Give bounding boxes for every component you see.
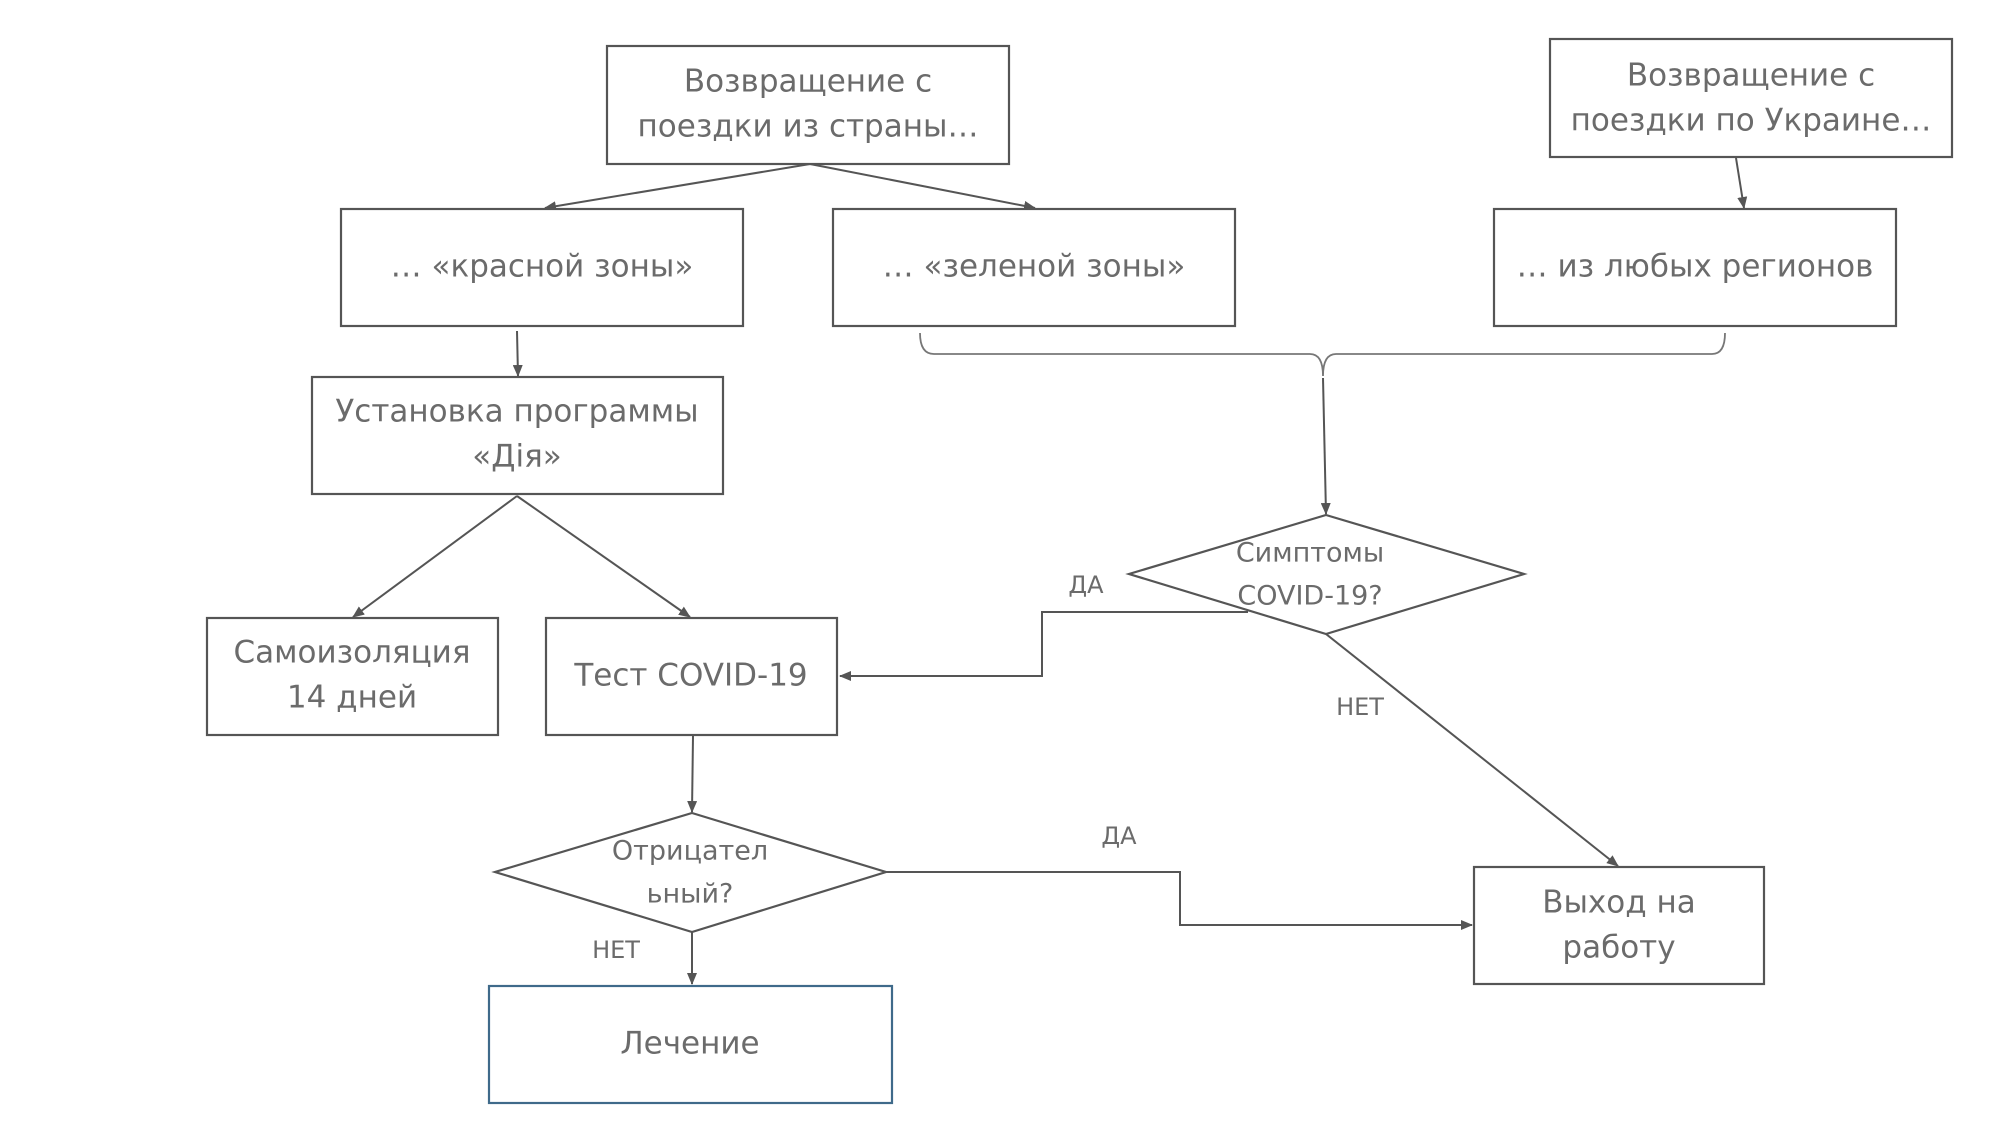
node-green-zone-label: … «зеленой зоны» (883, 249, 1186, 285)
edge-symptoms-yes (839, 611, 1248, 681)
edge-test-negative (687, 735, 698, 813)
edge-symptoms-no (1325, 633, 1619, 867)
connectors (352, 157, 1748, 985)
label-symptoms-no: НЕТ (1336, 693, 1384, 721)
node-install-app-line1: Установка программы (335, 394, 698, 430)
edge-install-test (516, 495, 691, 618)
node-trip-ukraine-line1: Возвращение с (1627, 58, 1875, 94)
label-symptoms-yes: ДА (1068, 571, 1104, 599)
node-self-isolation-line2: 14 дней (287, 680, 417, 716)
edge-red-install (512, 330, 523, 377)
node-treatment-label: Лечение (620, 1026, 759, 1062)
edge-abroad-red (544, 163, 811, 212)
edge-negative-yes (886, 871, 1473, 930)
label-negative-yes: ДА (1101, 822, 1137, 850)
node-work: Выход на работу (1472, 865, 1766, 986)
edge-abroad-green (809, 163, 1036, 211)
node-any-region-label: … из любых регионов (1517, 249, 1874, 285)
decision-symptoms-line1: Симптомы (1236, 538, 1384, 569)
node-trip-ukraine: Возвращение с поездки по Украине… (1548, 37, 1954, 159)
node-install-app-line2: «Дія» (472, 439, 561, 475)
node-work-line2: работу (1562, 930, 1675, 966)
node-work-line1: Выход на (1542, 885, 1696, 921)
edge-install-isolation (352, 495, 518, 618)
node-treatment: Лечение (487, 984, 894, 1105)
node-trip-abroad-line2: поездки из страны… (638, 109, 979, 145)
node-green-zone: … «зеленой зоны» (831, 207, 1237, 328)
node-red-zone: … «красной зоны» (339, 207, 745, 328)
edge-brace-symptoms (1320, 377, 1331, 515)
decision-symptoms: Симптомы COVID-19? (1125, 513, 1528, 636)
label-negative-no: НЕТ (592, 936, 640, 964)
node-any-region: … из любых регионов (1492, 207, 1898, 328)
node-trip-ukraine-line2: поездки по Украине… (1571, 103, 1932, 139)
decision-negative-line1: Отрицател (612, 836, 768, 867)
edge-ukraine-any (1735, 157, 1748, 209)
node-trip-abroad-line1: Возвращение с (684, 64, 932, 100)
node-self-isolation-line1: Самоизоляция (234, 635, 471, 671)
node-trip-abroad: Возвращение с поездки из страны… (605, 44, 1011, 166)
decision-negative: Отрицател ьный? (491, 811, 890, 934)
decision-negative-line2: ьный? (647, 879, 734, 910)
decision-symptoms-line2: COVID-19? (1237, 581, 1382, 612)
node-red-zone-label: … «красной зоны» (391, 249, 694, 285)
node-covid-test-label: Тест COVID-19 (573, 658, 807, 694)
node-covid-test: Тест COVID-19 (544, 616, 839, 737)
grouping-brace (919, 332, 1726, 377)
node-self-isolation: Самоизоляция 14 дней (205, 616, 500, 737)
node-install-app: Установка программы «Дія» (310, 375, 725, 496)
